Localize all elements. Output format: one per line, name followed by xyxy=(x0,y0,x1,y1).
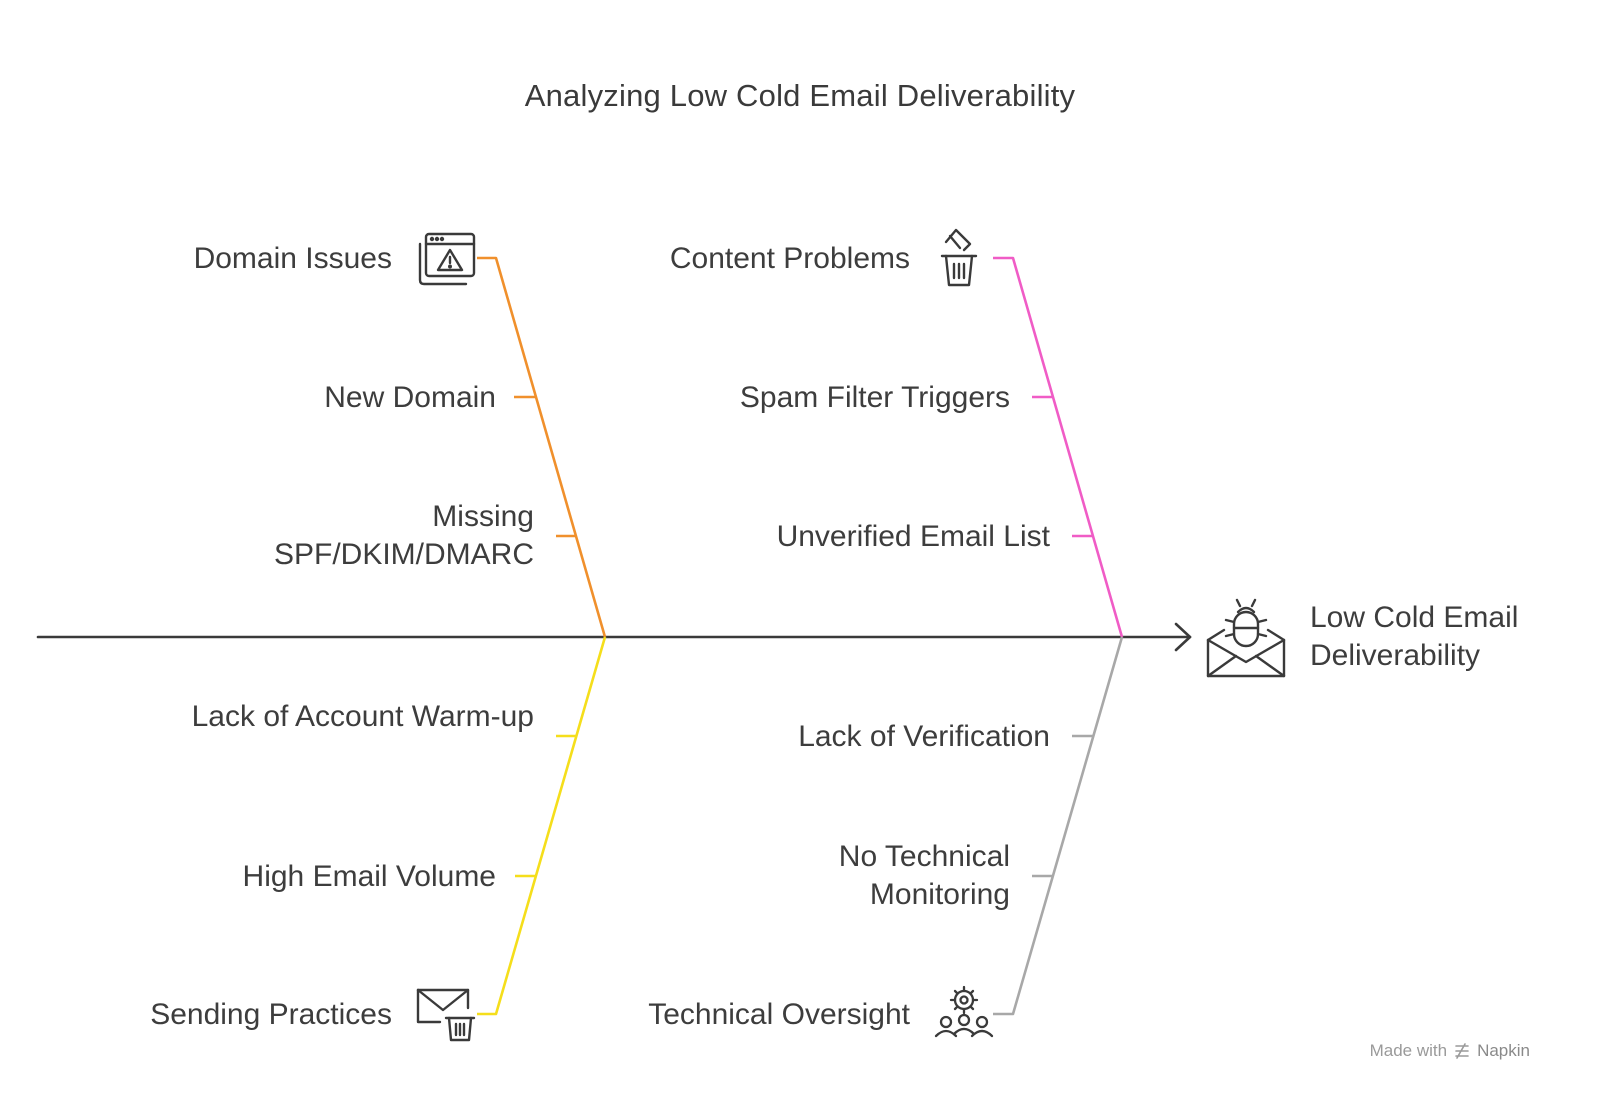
technical-branch-line xyxy=(993,636,1124,1016)
napkin-logo-icon xyxy=(1455,1043,1469,1059)
category-label-sending: Sending Practices xyxy=(150,998,392,1031)
cause-label-new-domain: New Domain xyxy=(324,381,496,414)
spine-arrowhead xyxy=(1174,622,1192,652)
bug-envelope-icon xyxy=(1206,598,1286,678)
cause-label-unverified-list: Unverified Email List xyxy=(776,520,1050,553)
trash-document-icon xyxy=(940,228,978,287)
category-label-domain: Domain Issues xyxy=(193,242,392,275)
watermark: Made with Napkin xyxy=(1370,1041,1530,1061)
cause-label-lack-verification: Lack of Verification xyxy=(798,720,1050,753)
cause-label-high-volume: High Email Volume xyxy=(242,860,496,893)
watermark-brand: Napkin xyxy=(1477,1041,1530,1060)
domain-branch-line xyxy=(477,256,607,638)
cause-label-missing-spf: Missing SPF/DKIM/DMARC xyxy=(273,500,534,571)
cause-label-no-monitoring: No Technical Monitoring xyxy=(838,840,1010,911)
diagram-title: Analyzing Low Cold Email Deliverability xyxy=(524,78,1076,113)
effect-label: Low Cold Email Deliverability xyxy=(1310,601,1519,672)
envelope-trash-icon xyxy=(416,988,476,1042)
content-branch-line xyxy=(993,256,1124,638)
watermark-prefix: Made with xyxy=(1369,1041,1448,1060)
cause-label-account-warmup: Lack of Account Warm-up xyxy=(191,700,534,733)
browser-warning-icon xyxy=(418,232,476,286)
gear-people-icon xyxy=(934,985,994,1038)
category-label-content: Content Problems xyxy=(669,242,910,275)
category-label-technical: Technical Oversight xyxy=(648,998,910,1031)
cause-label-spam-filter: Spam Filter Triggers xyxy=(739,381,1010,414)
sending-branch-line xyxy=(477,636,607,1016)
